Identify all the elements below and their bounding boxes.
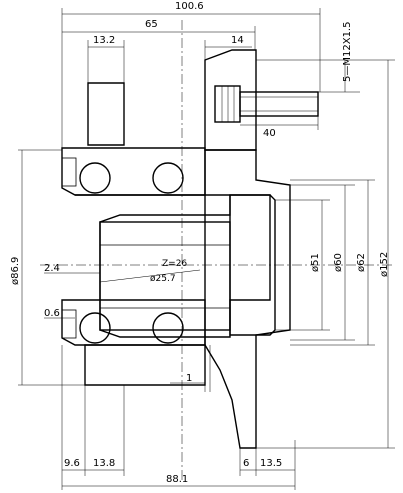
hub-body [61,49,291,449]
dim-hub-length: 65 [145,19,158,30]
dim-bottom-b: 13.8 [93,458,115,469]
dim-stud-projection: 14 [231,35,244,46]
dim-stud-length: 40 [263,128,276,139]
dim-pilot-mid: ø60 [333,253,344,272]
dim-bottom-a: 9.6 [64,458,80,469]
dim-spline-teeth: Z=26 [162,259,187,269]
dim-chamfer-b: 0.6 [44,308,60,319]
dim-bore-diameter: ø86.9 [10,257,21,285]
dim-pilot-large: ø62 [356,253,367,272]
dim-flange-offset: 13.2 [93,35,115,46]
bearing-balls [79,162,184,344]
dim-gap: 1 [186,373,192,384]
ball-lower-left [79,312,111,344]
dim-bottom-d: 13.5 [260,458,282,469]
dim-bottom-c: 6 [243,458,249,469]
dim-overall-bottom: 88.1 [166,474,188,485]
dim-stud-thread: 5—M12X1.5 [342,22,353,82]
seals [61,157,77,339]
dim-flange-diameter: ø152 [379,252,390,277]
dim-pilot-small: ø51 [310,253,321,272]
ball-upper-left [79,162,111,194]
dim-chamfer-a: 2.4 [44,263,60,274]
ball-upper-right [152,162,184,194]
wheel-stud [214,85,319,123]
dim-spline-diameter: ø25.7 [150,274,176,284]
ball-lower-right [152,312,184,344]
dim-overall-top: 100.6 [175,1,204,12]
